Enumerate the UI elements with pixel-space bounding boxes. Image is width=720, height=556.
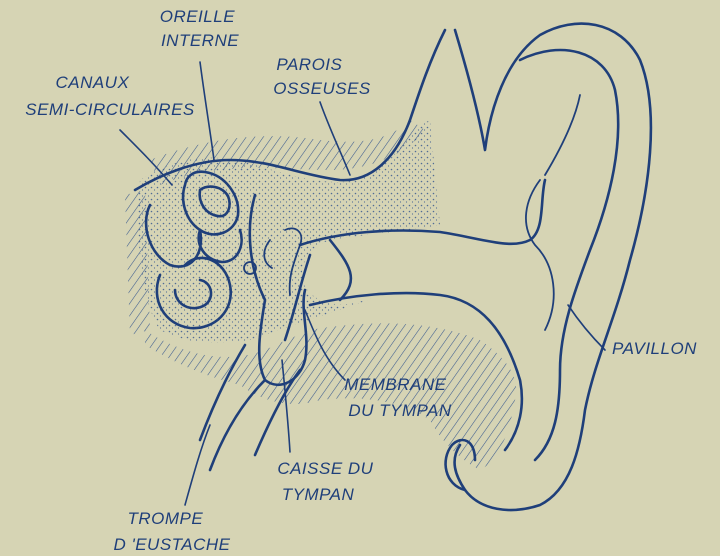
label-caisse-du-tympan: CAISSE DU TYMPAN (277, 459, 378, 504)
hatched-bone-lower (145, 323, 516, 470)
label-parois-osseuses: PAROIS OSSEUSES (273, 55, 371, 98)
leader-pavillon (568, 305, 605, 350)
label-oreille-interne: OREILLE INTERNE (160, 7, 241, 50)
concha-edge (526, 180, 554, 330)
label-canaux-semi-circulaires: CANAUX SEMI-CIRCULAIRES (25, 73, 195, 119)
label-pavillon: PAVILLON (612, 339, 697, 358)
canal-wall (330, 240, 351, 300)
antihelix (545, 95, 580, 175)
label-trompe-eustache: TROMPE D 'EUSTACHE (113, 509, 230, 554)
leader-trompe (185, 425, 210, 505)
auricle-inner-fold (520, 50, 618, 460)
